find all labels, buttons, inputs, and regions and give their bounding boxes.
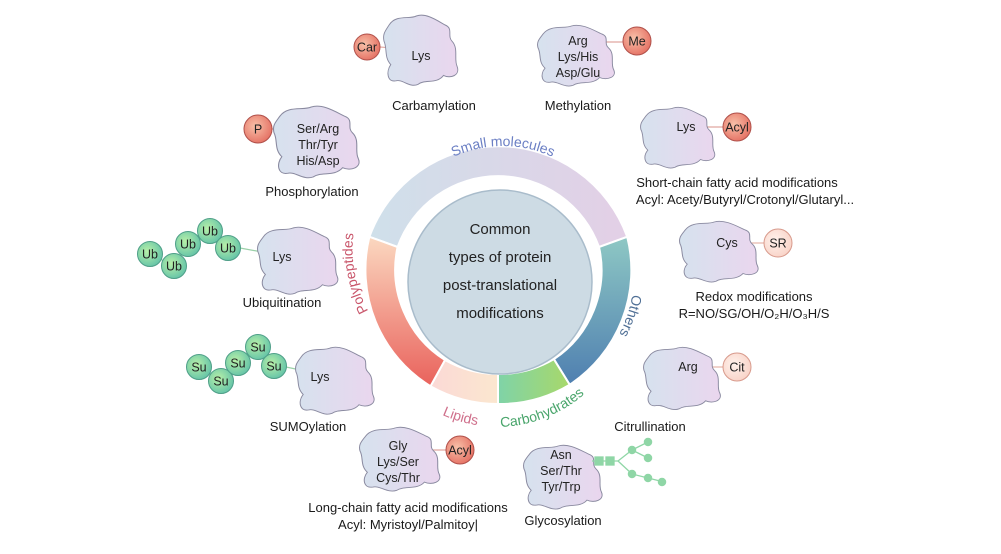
residue-line3: Asp/Glu bbox=[556, 66, 601, 80]
residue-line3: Tyr/Trp bbox=[541, 480, 580, 494]
su-circle bbox=[186, 354, 212, 380]
modifier-label: Me bbox=[628, 35, 645, 49]
mod-subtitle: Acyl: Acety/Butyryl/Crotonyl/Glutaryl... bbox=[636, 192, 854, 207]
ub-circle bbox=[137, 241, 163, 267]
modifier-circle bbox=[763, 228, 793, 258]
mod-long-chain-fatty-acid: Acyl Gly Lys/Ser Cys/Thr Long-chain fatt… bbox=[308, 426, 508, 532]
protein-blob bbox=[679, 220, 759, 283]
label-lipids: Lipids bbox=[441, 403, 479, 428]
mod-title: Citrullination bbox=[614, 419, 686, 434]
mod-title: Glycosylation bbox=[524, 513, 601, 528]
ub-label: Ub bbox=[142, 248, 158, 262]
residue-label: Lys bbox=[412, 49, 431, 63]
mod-ubiquitination: Ub Ub Ub Ub Ub Lys Ubiquitination bbox=[137, 218, 339, 310]
mod-title: Short-chain fatty acid modifications bbox=[636, 175, 838, 190]
su-circle bbox=[225, 350, 251, 376]
residue-label: Arg bbox=[678, 360, 698, 374]
residue-line2: Lys/Ser bbox=[377, 455, 419, 469]
modifier-label: Acyl bbox=[725, 121, 749, 135]
modifier-label: P bbox=[254, 123, 262, 137]
mod-title: Long-chain fatty acid modifications bbox=[308, 500, 508, 515]
su-label: Su bbox=[250, 341, 265, 355]
protein-blob bbox=[295, 346, 375, 415]
mod-title: Phosphorylation bbox=[265, 184, 358, 199]
modifier-circle bbox=[622, 26, 652, 56]
ub-label: Ub bbox=[202, 225, 218, 239]
center-title-line4: modifications bbox=[456, 305, 544, 322]
mod-title: Ubiquitination bbox=[243, 295, 322, 310]
ub-label: Ub bbox=[180, 238, 196, 252]
center-title-line3: post-translational bbox=[443, 277, 557, 294]
mod-phosphorylation: P Ser/Arg Thr/Tyr His/Asp Phosphorylatio… bbox=[243, 105, 360, 199]
su-label: Su bbox=[266, 360, 281, 374]
su-label: Su bbox=[213, 375, 228, 389]
ub-label: Ub bbox=[220, 242, 236, 256]
modifier-circle bbox=[722, 112, 752, 142]
ub-circle bbox=[161, 253, 187, 279]
mod-redox: SR Cys Redox modifications R=NO/SG/OH/O₂… bbox=[679, 220, 830, 321]
ub-circle bbox=[175, 231, 201, 257]
mod-title: Carbamylation bbox=[392, 98, 476, 113]
modifier-label: Car bbox=[357, 41, 377, 55]
protein-blob bbox=[640, 106, 716, 169]
mod-short-chain-fatty-acid: Acyl Lys Short-chain fatty acid modifica… bbox=[636, 106, 854, 207]
residue-line2: Thr/Tyr bbox=[298, 138, 338, 152]
residue-line3: His/Asp bbox=[296, 154, 339, 168]
mod-title: SUMOylation bbox=[270, 419, 347, 434]
mod-carbamylation: Car Lys Carbamylation bbox=[353, 14, 476, 113]
residue-label: Lys bbox=[677, 120, 696, 134]
modifier-label: SR bbox=[769, 237, 786, 251]
ring-segment-polypeptides bbox=[364, 235, 447, 388]
residue-line1: Arg bbox=[568, 34, 588, 48]
residue-line1: Asn bbox=[550, 448, 572, 462]
protein-blob bbox=[257, 226, 339, 295]
mod-title: Methylation bbox=[545, 98, 611, 113]
mod-title: Redox modifications bbox=[695, 289, 813, 304]
modifier-label: Cit bbox=[729, 361, 745, 375]
modifier-circle bbox=[353, 33, 381, 61]
residue-label: Lys bbox=[311, 370, 330, 384]
residue-line1: Ser/Arg bbox=[297, 122, 339, 136]
glycan-chain bbox=[592, 437, 667, 487]
residue-line2: Lys/His bbox=[558, 50, 599, 64]
su-circle bbox=[245, 334, 271, 360]
su-label: Su bbox=[191, 361, 206, 375]
modifier-label: Acyl bbox=[448, 444, 472, 458]
center-disc bbox=[407, 189, 593, 375]
residue-label: Cys bbox=[716, 236, 738, 250]
mod-sumoylation: Su Su Su Su Su Lys SUMOylation bbox=[186, 334, 375, 434]
residue-line1: Gly bbox=[389, 439, 409, 453]
ub-circle bbox=[215, 235, 241, 261]
su-circle bbox=[208, 368, 234, 394]
modifier-circle bbox=[445, 435, 475, 465]
center-title-line1: Common bbox=[470, 221, 531, 238]
su-circle bbox=[261, 353, 287, 379]
residue-line2: Ser/Thr bbox=[540, 464, 582, 478]
category-ring bbox=[364, 145, 633, 406]
residue-line3: Cys/Thr bbox=[376, 471, 420, 485]
mod-subtitle: Acyl: Myristoyl/Palmitoy| bbox=[338, 517, 478, 532]
ub-circle bbox=[197, 218, 223, 244]
mod-methylation: Me Arg Lys/His Asp/Glu Methylation bbox=[537, 24, 652, 113]
mod-glycosylation: Asn Ser/Thr Tyr/Trp Glycosylation bbox=[523, 437, 667, 528]
modifier-circle bbox=[243, 114, 273, 144]
mod-subtitle: R=NO/SG/OH/O₂H/O₃H/S bbox=[679, 306, 830, 321]
su-label: Su bbox=[230, 357, 245, 371]
center-title-line2: types of protein bbox=[449, 249, 552, 266]
ub-label: Ub bbox=[166, 260, 182, 274]
protein-blob bbox=[643, 346, 721, 411]
residue-label: Lys bbox=[273, 250, 292, 264]
mod-citrullination: Cit Arg Citrullination bbox=[614, 346, 752, 434]
modifier-circle bbox=[722, 352, 752, 382]
